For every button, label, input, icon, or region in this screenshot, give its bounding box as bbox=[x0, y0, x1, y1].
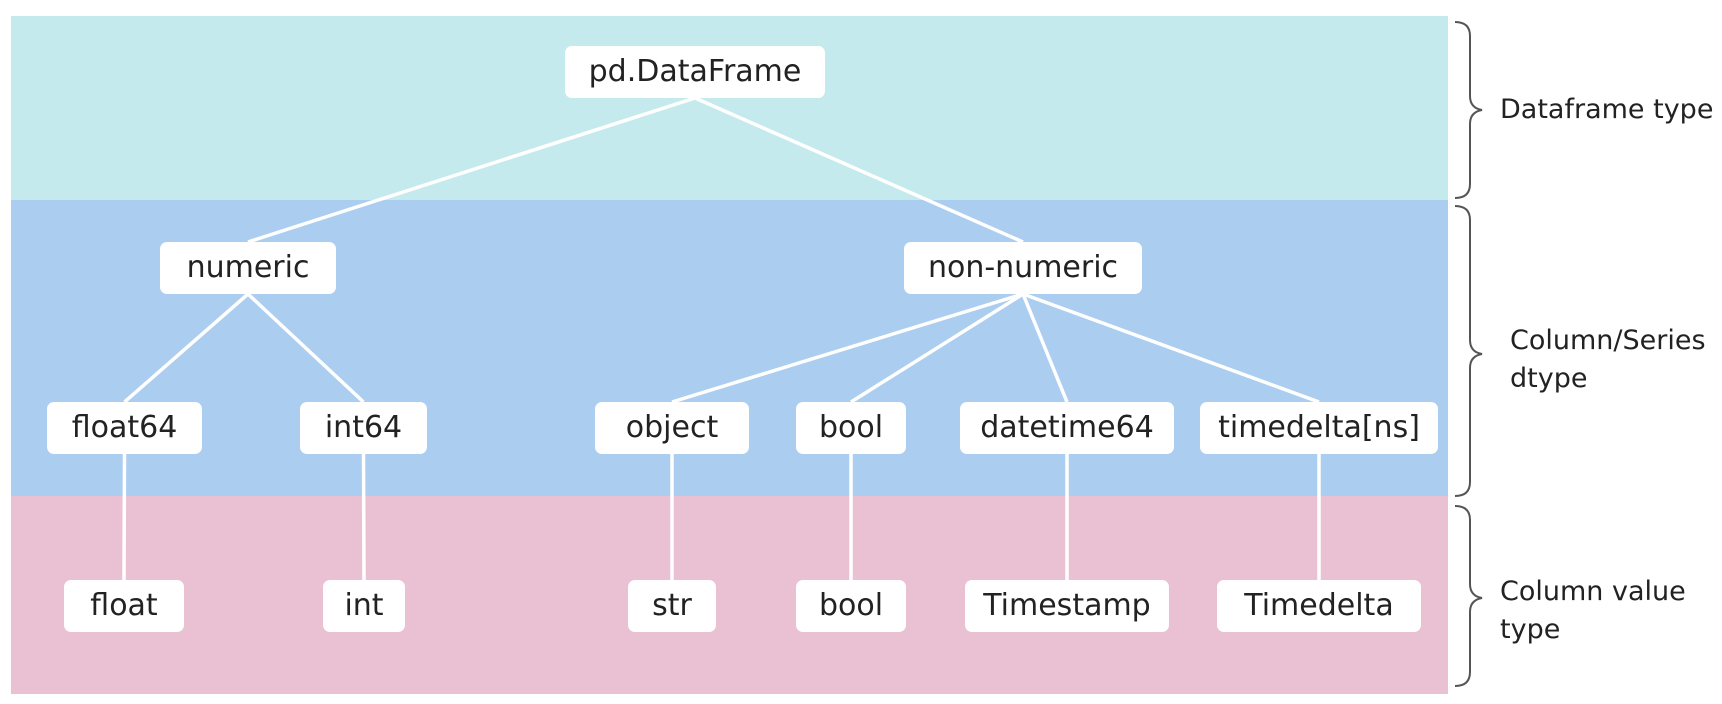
node-numeric: numeric bbox=[160, 242, 336, 294]
level-label-line: type bbox=[1500, 614, 1561, 645]
node-pd-dataframe: pd.DataFrame bbox=[565, 46, 825, 98]
level-label-line: Column/Series bbox=[1510, 325, 1706, 356]
edge-float64-to-float bbox=[122, 453, 127, 581]
edge-non_numeric-to-bool_dtype bbox=[850, 292, 1024, 404]
node-bool-value: bool bbox=[796, 580, 906, 632]
node-object: object bbox=[595, 402, 749, 454]
column-value-type-band bbox=[11, 496, 1448, 694]
level-label-line: dtype bbox=[1510, 363, 1588, 394]
edge-non_numeric-to-object bbox=[671, 292, 1024, 404]
node-float64: float64 bbox=[47, 402, 202, 454]
edge-dataframe-to-non_numeric bbox=[694, 96, 1024, 244]
edge-int64-to-int bbox=[361, 453, 366, 581]
edge-dataframe-to-numeric bbox=[247, 96, 696, 244]
edge-non_numeric-to-timedelta_ns bbox=[1022, 292, 1320, 404]
brace-dataframe-level bbox=[1454, 21, 1483, 199]
node-int64: int64 bbox=[300, 402, 427, 454]
edge-numeric-to-float64 bbox=[123, 292, 250, 404]
level-label-dataframe: Dataframe type bbox=[1500, 91, 1713, 129]
level-label-line: Column value bbox=[1500, 576, 1686, 607]
level-label-series: Column/Series dtype bbox=[1510, 322, 1706, 398]
node-timestamp: Timestamp bbox=[965, 580, 1169, 632]
brace-value-level bbox=[1454, 505, 1483, 687]
level-label-value: Column value type bbox=[1500, 573, 1686, 649]
node-bool-dtype: bool bbox=[796, 402, 906, 454]
node-timedelta-ns: timedelta[ns] bbox=[1200, 402, 1438, 454]
node-int: int bbox=[323, 580, 405, 632]
node-float: float bbox=[64, 580, 184, 632]
edge-numeric-to-int64 bbox=[246, 292, 365, 404]
edge-non_numeric-to-datetime64 bbox=[1021, 293, 1069, 403]
node-timedelta: Timedelta bbox=[1217, 580, 1421, 632]
brace-series-level bbox=[1454, 205, 1483, 497]
node-str: str bbox=[628, 580, 716, 632]
node-non-numeric: non-numeric bbox=[904, 242, 1142, 294]
level-label-line: Dataframe type bbox=[1500, 94, 1714, 125]
node-datetime64: datetime64 bbox=[960, 402, 1174, 454]
